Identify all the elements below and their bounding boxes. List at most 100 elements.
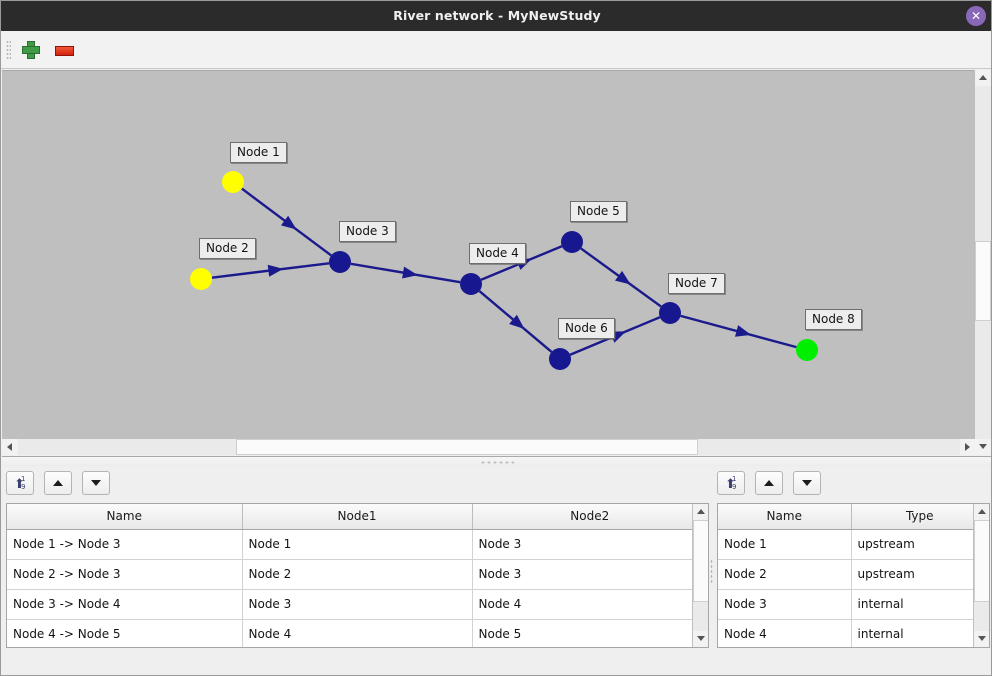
table-cell[interactable]: Node 4 -> Node 5 (7, 619, 243, 647)
scroll-up-arrow-icon[interactable] (975, 70, 991, 86)
table-cell[interactable]: Node 1 (242, 529, 473, 560)
column-header[interactable]: Name (718, 504, 852, 530)
graph-edge-arrow-icon (509, 314, 525, 330)
column-header[interactable]: Name (7, 504, 243, 530)
nodes-vscroll-track[interactable] (974, 520, 989, 631)
graph-hscroll-thumb[interactable] (236, 439, 698, 455)
table-cell[interactable]: Node 2 -> Node 3 (7, 559, 243, 590)
graph-edge-arrow-icon (735, 325, 752, 337)
graph-node-label[interactable]: Node 3 (339, 221, 396, 242)
graph-node-label[interactable]: Node 1 (230, 142, 287, 163)
network-graph-canvas[interactable]: Node 1 Node 2 Node 3 Node 4 Node 5 Node 6 Node… (2, 70, 991, 455)
nodes-move-up-button[interactable] (754, 471, 783, 495)
nodes-move-down-button[interactable] (792, 471, 821, 495)
nodes-vscroll-thumb[interactable] (974, 520, 989, 602)
graph-node[interactable] (796, 339, 818, 361)
column-header[interactable]: Type (851, 504, 989, 530)
table-cell[interactable]: Node 1 (718, 529, 852, 560)
graph-node[interactable] (460, 273, 482, 295)
graph-node[interactable] (190, 268, 212, 290)
graph-vscroll-thumb[interactable] (975, 241, 991, 321)
scroll-right-arrow-icon[interactable] (960, 439, 976, 455)
reaches-scroll-down-icon[interactable] (693, 631, 708, 647)
table-cell[interactable]: upstream (851, 559, 989, 590)
graph-edge-arrow-icon (280, 215, 297, 230)
graph-node[interactable] (549, 348, 571, 370)
plus-icon (19, 38, 43, 62)
close-icon[interactable]: ✕ (966, 6, 986, 26)
vertical-splitter[interactable] (709, 467, 713, 675)
graph-horizontal-scrollbar[interactable] (2, 439, 976, 455)
reaches-vscroll-thumb[interactable] (693, 520, 708, 602)
table-cell[interactable]: Node 3 (472, 529, 708, 560)
graph-node-label[interactable]: Node 7 (668, 273, 725, 294)
triangle-up-icon (52, 480, 63, 486)
reaches-vscroll-track[interactable] (693, 520, 708, 631)
triangle-down-icon (801, 480, 812, 486)
nodes-scroll-up-icon[interactable] (974, 504, 989, 520)
table-cell[interactable]: Node 4 (242, 619, 473, 647)
table-cell[interactable]: upstream (851, 529, 989, 560)
triangle-up-icon (763, 480, 774, 486)
graph-node-label[interactable]: Node 8 (805, 309, 862, 330)
table-cell[interactable]: Node 3 (718, 589, 852, 620)
table-cell[interactable]: Node 3 (242, 589, 473, 620)
graph-node[interactable] (659, 302, 681, 324)
title-bar: River network - MyNewStudy ✕ (1, 1, 991, 31)
graph-node-label[interactable]: Node 2 (199, 238, 256, 259)
add-node-button[interactable] (19, 38, 43, 62)
table-cell[interactable]: internal (851, 589, 989, 620)
remove-node-button[interactable] (52, 38, 76, 62)
graph-node-label[interactable]: Node 5 (570, 201, 627, 222)
column-header[interactable]: Node1 (242, 504, 473, 530)
table-cell[interactable]: Node 4 (472, 589, 708, 620)
nodes-scroll-down-icon[interactable] (974, 631, 989, 647)
table-cell[interactable]: Node 3 (472, 559, 708, 590)
table-cell[interactable]: Node 2 (718, 559, 852, 590)
table-cell[interactable]: Node 4 (718, 619, 852, 647)
table-cell[interactable]: Node 3 -> Node 4 (7, 589, 243, 620)
reaches-move-down-button[interactable] (81, 471, 110, 495)
reaches-vertical-scrollbar[interactable] (692, 504, 708, 647)
graph-vertical-scrollbar[interactable] (974, 70, 991, 455)
table-cell[interactable]: internal (851, 619, 989, 647)
triangle-down-icon (90, 480, 101, 486)
column-header[interactable]: Node2 (472, 504, 708, 530)
nodes-vertical-scrollbar[interactable] (973, 504, 989, 647)
scroll-down-arrow-icon[interactable] (975, 439, 991, 455)
graph-hscroll-track[interactable] (18, 439, 960, 455)
reaches-scroll-up-icon[interactable] (693, 504, 708, 520)
graph-node[interactable] (329, 251, 351, 273)
scroll-left-arrow-icon[interactable] (2, 439, 18, 455)
graph-edge-arrow-icon (402, 266, 418, 279)
toolbar-drag-handle[interactable] (6, 40, 11, 60)
horizontal-splitter[interactable] (2, 456, 991, 466)
reaches-move-up-button[interactable] (43, 471, 72, 495)
table-cell[interactable]: Node 1 -> Node 3 (7, 529, 243, 560)
window-title: River network - MyNewStudy (393, 8, 601, 23)
graph-node-label[interactable]: Node 6 (558, 318, 615, 339)
table-cell[interactable]: Node 2 (242, 559, 473, 590)
graph-vscroll-track[interactable] (975, 86, 991, 439)
graph-node[interactable] (222, 171, 244, 193)
graph-node-label[interactable]: Node 4 (469, 243, 526, 264)
graph-node[interactable] (561, 231, 583, 253)
table-cell[interactable]: Node 5 (472, 619, 708, 647)
